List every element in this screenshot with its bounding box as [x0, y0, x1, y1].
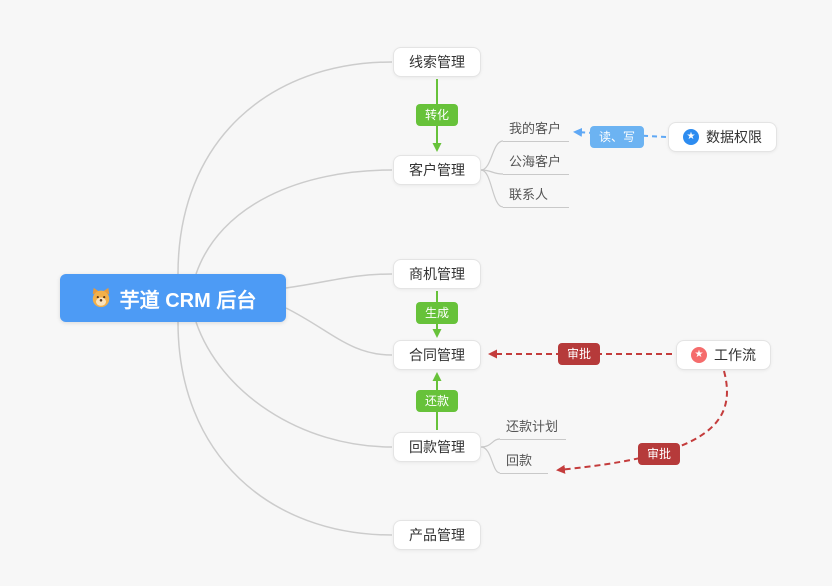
- edge-label-repay: 还款: [415, 390, 459, 412]
- node-receivable-management[interactable]: 回款管理: [393, 432, 481, 462]
- child-my-customers[interactable]: 我的客户: [503, 121, 569, 142]
- node-label: 产品管理: [409, 527, 465, 543]
- branch-curve-lead: [177, 61, 393, 275]
- child-repayment-plan[interactable]: 还款计划: [500, 419, 566, 440]
- child-public-customers[interactable]: 公海客户: [503, 154, 569, 175]
- node-lead-management[interactable]: 线索管理: [393, 47, 481, 77]
- elbow-receivable: [480, 446, 501, 474]
- elbow-repay-plan: [480, 438, 501, 448]
- elbow-my-customer: [480, 140, 504, 171]
- edge-label-generate: 生成: [415, 302, 459, 324]
- node-label: 商机管理: [409, 266, 465, 282]
- branch-curve-receivable: [195, 321, 393, 448]
- node-opportunity-management[interactable]: 商机管理: [393, 259, 481, 289]
- branch-curves: [177, 61, 393, 536]
- node-workflow[interactable]: ★ 工作流: [676, 340, 771, 370]
- central-node-crm-backend[interactable]: 芋道 CRM 后台: [60, 274, 286, 322]
- child-elbow-lines: [480, 140, 504, 474]
- branch-curve-opportunity: [285, 273, 393, 289]
- node-label: 数据权限: [706, 129, 762, 145]
- edge-label-approve-contract: 审批: [557, 343, 601, 365]
- edge-label-read-write: 读、写: [589, 126, 645, 148]
- node-label: 线索管理: [409, 54, 465, 70]
- node-data-permission[interactable]: ★ 数据权限: [668, 122, 777, 152]
- node-label: 客户管理: [409, 162, 465, 178]
- dog-face-icon: [92, 287, 109, 308]
- node-label: 合同管理: [409, 347, 465, 363]
- node-customer-management[interactable]: 客户管理: [393, 155, 481, 185]
- node-contract-management[interactable]: 合同管理: [393, 340, 481, 370]
- central-node-label: 芋道 CRM 后台: [119, 289, 257, 312]
- edge-label-approve-receivable: 审批: [637, 443, 681, 465]
- child-receivable[interactable]: 回款: [500, 453, 548, 474]
- branch-curve-product: [177, 321, 393, 536]
- star-icon: ★: [691, 347, 707, 363]
- node-label: 回款管理: [409, 439, 465, 455]
- edge-label-convert: 转化: [415, 104, 459, 126]
- star-icon: ★: [683, 129, 699, 145]
- approve-receivable-arrow: [556, 370, 728, 474]
- node-product-management[interactable]: 产品管理: [393, 520, 481, 550]
- branch-curve-customer: [195, 169, 393, 275]
- child-contacts[interactable]: 联系人: [503, 187, 569, 208]
- branch-curve-contract: [285, 307, 393, 356]
- node-label: 工作流: [714, 347, 756, 363]
- elbow-contact: [480, 169, 504, 208]
